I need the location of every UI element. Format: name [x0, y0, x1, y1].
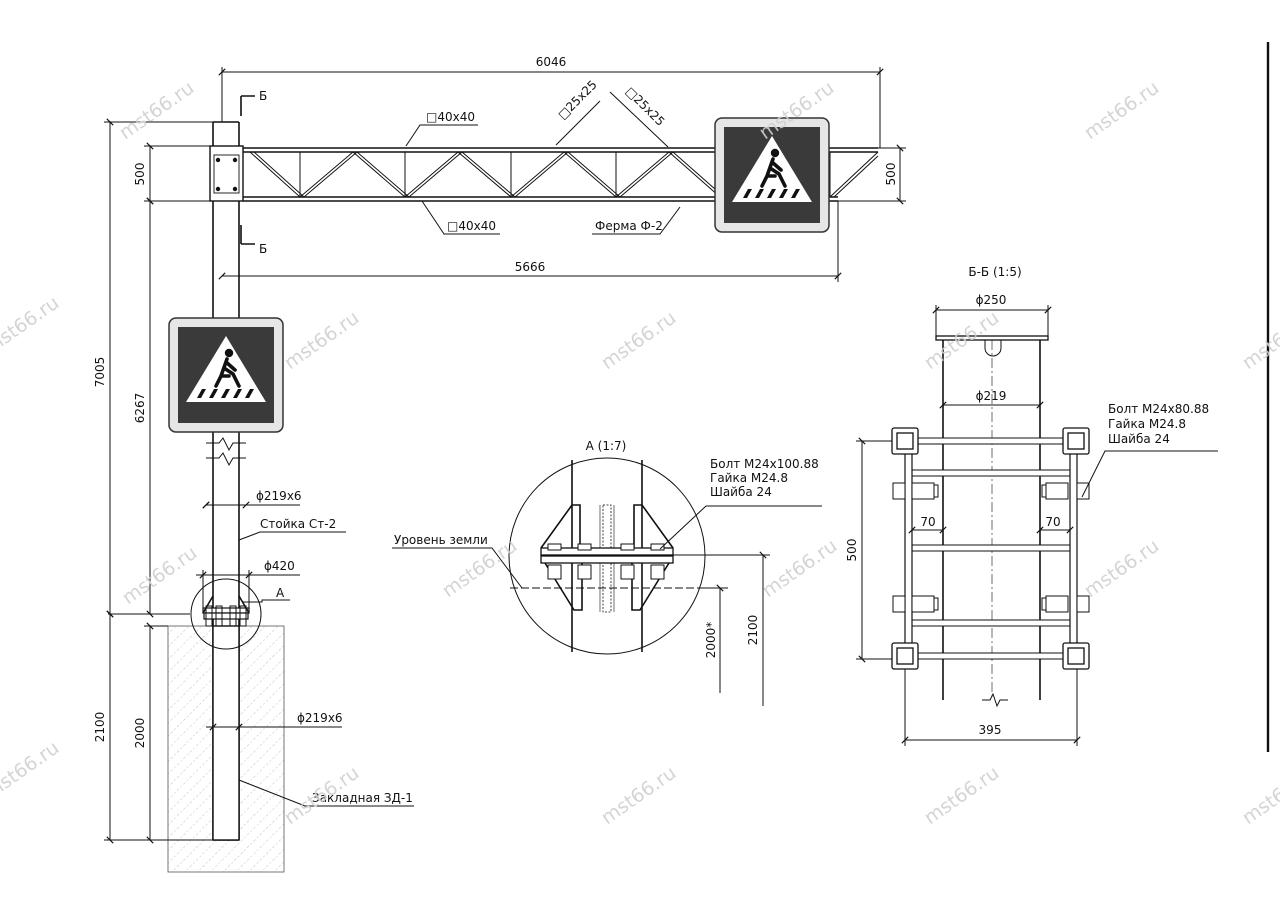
dim-500-bb: 500: [845, 539, 859, 562]
dim-70-left: 70: [920, 515, 935, 529]
bolt-a-line-2: Гайка М24.8: [710, 471, 788, 485]
bolt-b-line-2: Гайка М24.8: [1108, 417, 1186, 431]
section-bb-title: Б-Б (1:5): [968, 265, 1021, 279]
watermark: mst66.ru: [920, 762, 1003, 829]
dim-219x6-bottom: ϕ219x6: [297, 711, 343, 725]
watermark: mst66.ru: [1080, 77, 1163, 144]
dimension-texts: 6046 5666 7005 6267 500 500 2100 2000 ϕ2…: [93, 55, 1061, 748]
bolt-b-line-3: Шайба 24: [1108, 432, 1170, 446]
watermark: mst66.ru: [0, 737, 63, 804]
foundation: [167, 625, 285, 873]
dim-250: ϕ250: [976, 293, 1007, 307]
dim-2000-left: 2000: [133, 718, 147, 749]
base-flange: [190, 578, 262, 650]
ground-level-label: Уровень земли: [394, 533, 488, 547]
dim-219x6-top: ϕ219x6: [256, 489, 302, 503]
watermark: mst66.ru: [115, 77, 198, 144]
bolt-a-line-1: Болт М24x100.88: [710, 457, 819, 471]
dim-6267: 6267: [133, 393, 147, 424]
profile-40x40-bottom: □40x40: [447, 219, 496, 233]
dim-2100-left: 2100: [93, 712, 107, 743]
embed-label: Закладная ЗД-1: [312, 791, 413, 805]
section-mark-bottom: Б: [259, 242, 267, 256]
dimension-lines: [104, 67, 906, 844]
watermark: mst66.ru: [1080, 535, 1163, 602]
watermark: mst66.ru: [597, 762, 680, 829]
bolt-b-line-1: Болт М24x80.88: [1108, 402, 1209, 416]
sign-on-post: [167, 316, 285, 434]
watermark: mst66.ru: [1238, 762, 1280, 829]
watermark: mst66.ru: [1238, 307, 1280, 374]
truss-label: Ферма Ф-2: [595, 219, 663, 233]
dim-5666: 5666: [515, 260, 546, 274]
watermark: mst66.ru: [597, 307, 680, 374]
dim-500-left: 500: [133, 163, 147, 186]
watermark: mst66.ru: [758, 535, 841, 602]
detail-a-title: А (1:7): [586, 439, 627, 453]
dim-70-right: 70: [1045, 515, 1060, 529]
profile-40x40-top: □40x40: [426, 110, 475, 124]
profile-25x25-b: □25x25: [623, 84, 668, 129]
dim-500-right: 500: [884, 163, 898, 186]
dim-395: 395: [979, 723, 1002, 737]
bolt-a-line-3: Шайба 24: [710, 485, 772, 499]
profile-25x25-a: □25x25: [555, 78, 600, 123]
dim-219-bb: ϕ219: [976, 389, 1007, 403]
watermark: mst66.ru: [0, 292, 63, 359]
section-mark-top: Б: [259, 89, 267, 103]
dim-420: ϕ420: [264, 559, 295, 573]
section-bb: [856, 305, 1218, 746]
dim-2000-star: 2000*: [704, 622, 718, 659]
watermark: mst66.ru: [118, 542, 201, 609]
watermark: mst66.ru: [280, 307, 363, 374]
dim-7005: 7005: [93, 357, 107, 388]
annotation-texts: Б Б □40x40 □25x25 □25x25 □40x40 Ферма Ф-…: [259, 78, 1209, 805]
dim-2100-mid: 2100: [746, 615, 760, 646]
callout-a: А: [276, 586, 285, 600]
dim-6046: 6046: [536, 55, 567, 69]
detail-a: [392, 457, 822, 706]
post-label: Стойка Ст-2: [260, 517, 336, 531]
